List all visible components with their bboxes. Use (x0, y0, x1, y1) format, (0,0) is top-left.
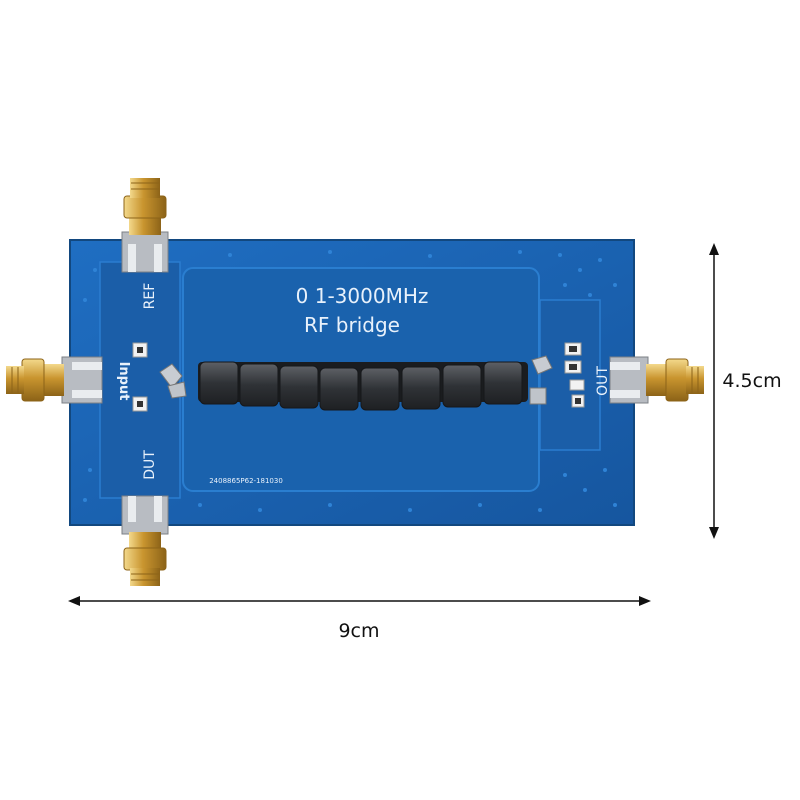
width-dimension: 9cm (68, 596, 651, 642)
board-name-label: RF bridge (304, 313, 400, 337)
arrow-left-icon (68, 596, 80, 606)
port-ref-label: REF (142, 283, 158, 310)
serial-number-label: 2408865P62-181030 (209, 477, 283, 485)
sma-connector-dut (121, 495, 169, 586)
ferrite-bead-chain (198, 361, 528, 411)
smd-components-left (132, 342, 187, 412)
vias (83, 250, 617, 512)
sma-connector-ref (121, 178, 169, 273)
width-label: 9cm (338, 620, 379, 642)
frequency-range-label: 0 1-3000MHz (296, 284, 429, 308)
port-out-label: OUT (595, 366, 611, 396)
arrow-right-icon (639, 596, 651, 606)
height-dimension: 4.5cm (709, 243, 782, 539)
sma-connector-out (609, 356, 704, 404)
port-input-label: Input (116, 362, 131, 401)
arrow-down-icon (709, 527, 719, 539)
smd-components-right (529, 342, 585, 408)
port-dut-label: DUT (142, 450, 158, 480)
height-label: 4.5cm (722, 370, 781, 392)
sma-connector-input (6, 356, 103, 404)
arrow-up-icon (709, 243, 719, 255)
